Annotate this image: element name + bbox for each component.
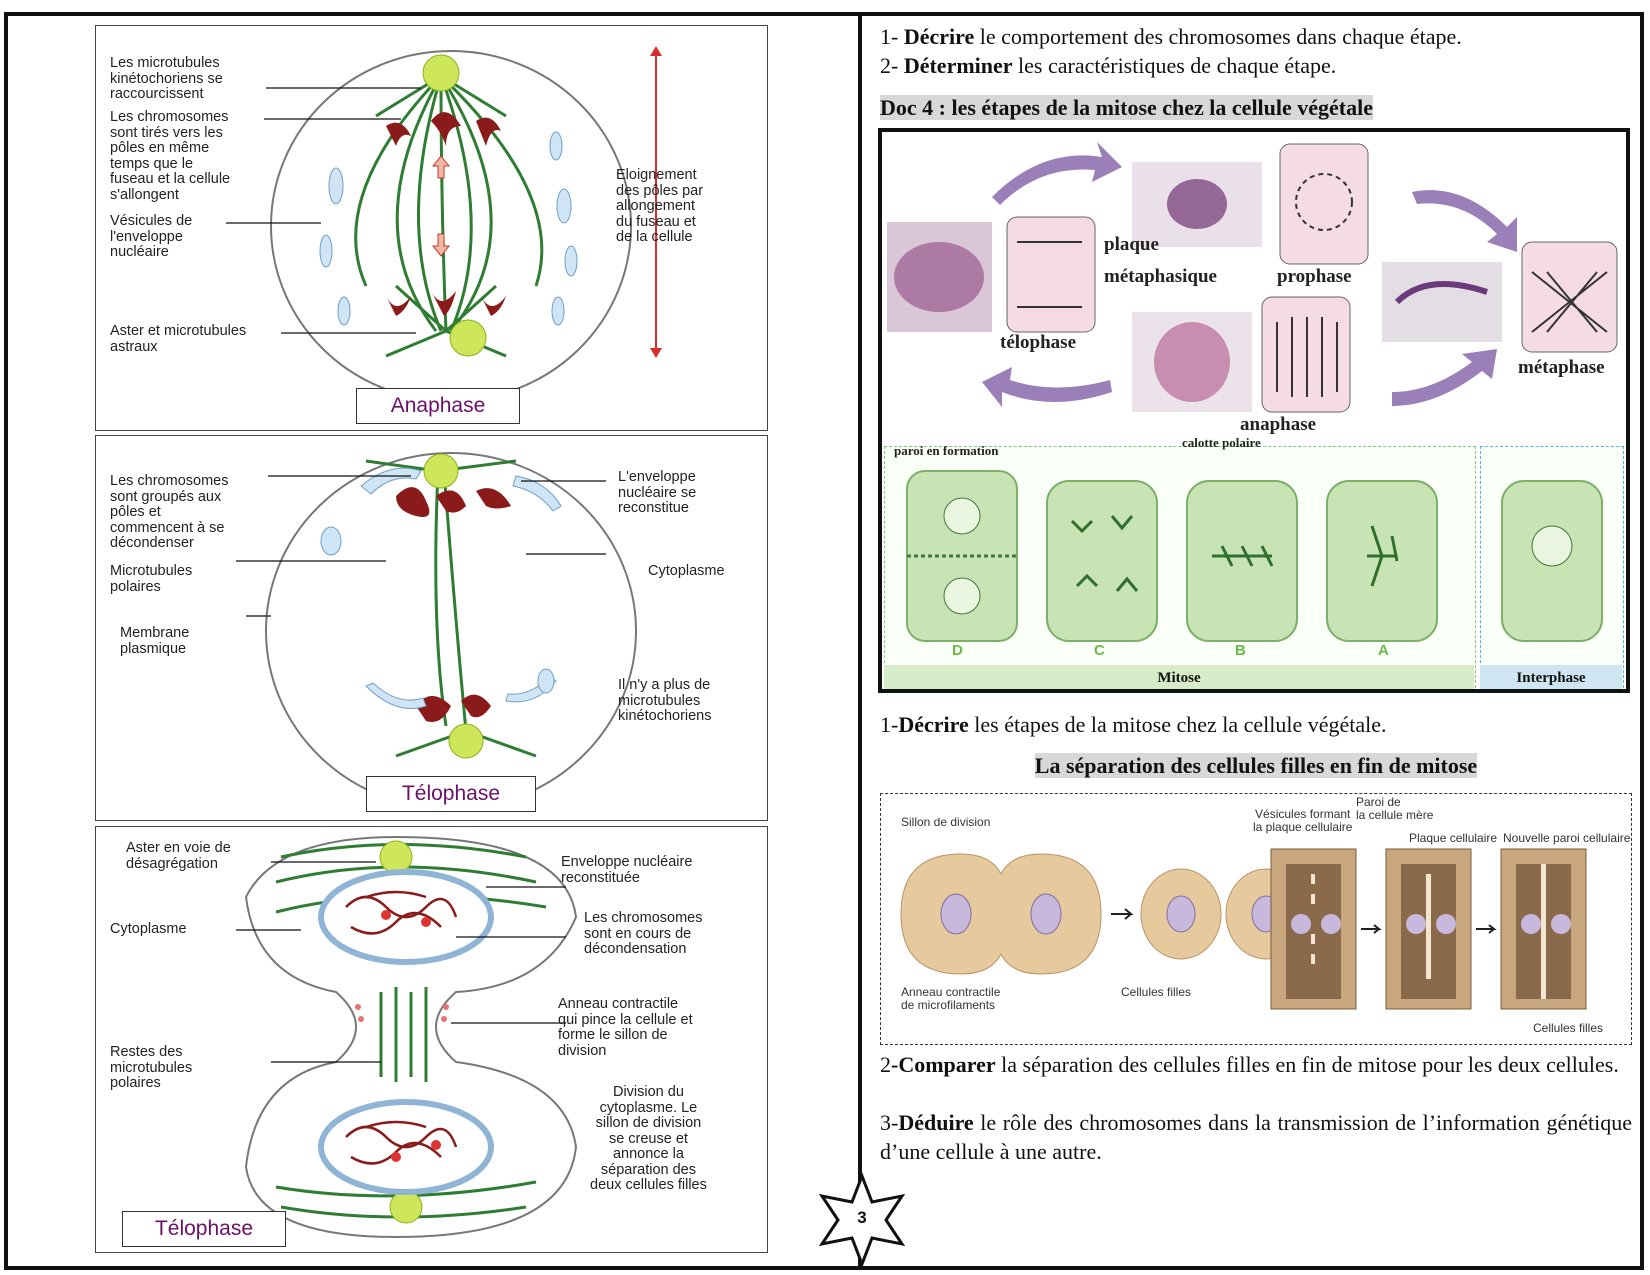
anaphase-label-3: Vésicules de l'enveloppe nucléaire [110, 213, 193, 260]
label-filles-1: Cellules filles [1121, 985, 1192, 999]
label-C: C [1094, 642, 1105, 659]
cycle-label-anaphase: anaphase [1240, 414, 1317, 435]
telophase2-title: Télophase [122, 1211, 286, 1247]
telophase-panel-1: Les chromosomes sont groupés aux pôles e… [95, 435, 768, 821]
cycle-label-prophase: prophase [1277, 266, 1352, 287]
interphase-bar: Interphase [1480, 665, 1622, 689]
plant-cells-diagram [906, 470, 1603, 642]
telophase1-label-5: Cytoplasme [648, 563, 725, 579]
anaphase-label-5: Eloignement des pôles par allongement du… [616, 167, 704, 245]
page-number-star [818, 1172, 906, 1268]
cycle-label-telophase: télophase [1000, 332, 1076, 353]
telophase1-label-2: Microtubules polaires [110, 563, 193, 595]
centrosome-top [422, 54, 460, 92]
question-3: 1-Décrire les étapes de la mitose chez l… [880, 712, 1387, 737]
telophase2-label-7: Division du cytoplasme. Le sillon de div… [590, 1084, 707, 1193]
aster-bottom [389, 1190, 423, 1224]
label-D: D [952, 642, 963, 659]
column-divider [858, 12, 862, 1270]
separation-figure: Sillon de division Anneau contractile de… [880, 793, 1632, 1045]
aster-top [379, 840, 413, 874]
label-plaque: Plaque cellulaire [1409, 831, 1498, 845]
anaphase-label-1: Les microtubules kinétochoriens se racco… [110, 55, 223, 102]
label-vesicules: Vésicules formant la plaque cellulaire [1253, 807, 1353, 834]
telophase2-label-6: Anneau contractile qui pince la cellule … [558, 996, 693, 1059]
label-calotte-polaire: calotte polaire [1182, 435, 1261, 450]
label-A: A [1378, 642, 1389, 659]
telophase2-label-1: Aster en voie de désagrégation [126, 840, 231, 872]
anaphase-panel: Les microtubules kinétochoriens se racco… [95, 25, 768, 431]
telophase1-title: Télophase [366, 776, 536, 812]
telophase2-label-3: Restes des microtubules polaires [110, 1044, 193, 1091]
page-number: 3 [857, 1208, 867, 1227]
telophase1-label-4: L'enveloppe nucléaire se reconstitue [618, 469, 697, 516]
telophase2-label-4: Enveloppe nucléaire reconstituée [561, 854, 693, 886]
anaphase-label-4: Aster et microtubules astraux [110, 323, 247, 355]
question-4: 2-Comparer la séparation des cellules fi… [880, 1052, 1619, 1077]
anaphase-diagram [226, 46, 662, 402]
label-sillon: Sillon de division [901, 815, 991, 829]
cycle-label-metaphase: métaphase [1518, 357, 1605, 378]
anaphase-label-2: Les chromosomes sont tirés vers les pôle… [110, 109, 231, 203]
cycle-label-plaque: plaque [1104, 234, 1159, 255]
telophase1-label-6: Il n'y a plus de microtubules kinétochor… [618, 677, 712, 724]
centrosome-top [423, 453, 459, 489]
page-frame [4, 12, 1644, 1270]
telophase1-label-1: Les chromosomes sont groupés aux pôles e… [110, 473, 229, 551]
label-anneau: Anneau contractile de microfilaments [901, 985, 1001, 1012]
telophase-diagram-2 [236, 835, 578, 1239]
doc4-figure: plaque métaphasique prophase télophase a… [878, 128, 1630, 693]
label-paroi-mere: Paroi de la cellule mère [1356, 795, 1434, 822]
cycle-arrows [982, 142, 1517, 407]
question-2: 2- Déterminer les caractéristiques de ch… [880, 53, 1337, 78]
doc4-title: Doc 4 : les étapes de la mitose chez la … [880, 95, 1374, 120]
label-paroi-formation: paroi en formation [894, 443, 999, 458]
mitosis-cycle-diagram [887, 142, 1618, 413]
mitose-bar: Mitose [884, 665, 1474, 689]
cell-division-diagram [900, 848, 1587, 1010]
telophase2-label-5: Les chromosomes sont en cours de déconde… [584, 910, 703, 957]
telophase-panel-2: Aster en voie de désagrégation Cytoplasm… [95, 826, 768, 1253]
question-5: 3-Déduire le rôle des chromosomes dans l… [880, 1110, 1632, 1164]
label-B: B [1235, 642, 1246, 659]
anaphase-title: Anaphase [356, 388, 520, 424]
label-nouvelle-paroi: Nouvelle paroi cellulaire [1503, 831, 1631, 845]
label-filles-2: Cellules filles [1533, 1021, 1604, 1035]
telophase2-label-2: Cytoplasme [110, 921, 187, 937]
centrosome-bottom [448, 723, 484, 759]
cycle-label-metaphasique: métaphasique [1104, 266, 1217, 287]
question-1: 1- Décrire le comportement des chromosom… [880, 24, 1462, 49]
telophase1-label-3: Membrane plasmique [120, 625, 190, 657]
centrosome-bottom [449, 319, 487, 357]
separation-title: La séparation des cellules filles en fin… [1034, 753, 1478, 778]
